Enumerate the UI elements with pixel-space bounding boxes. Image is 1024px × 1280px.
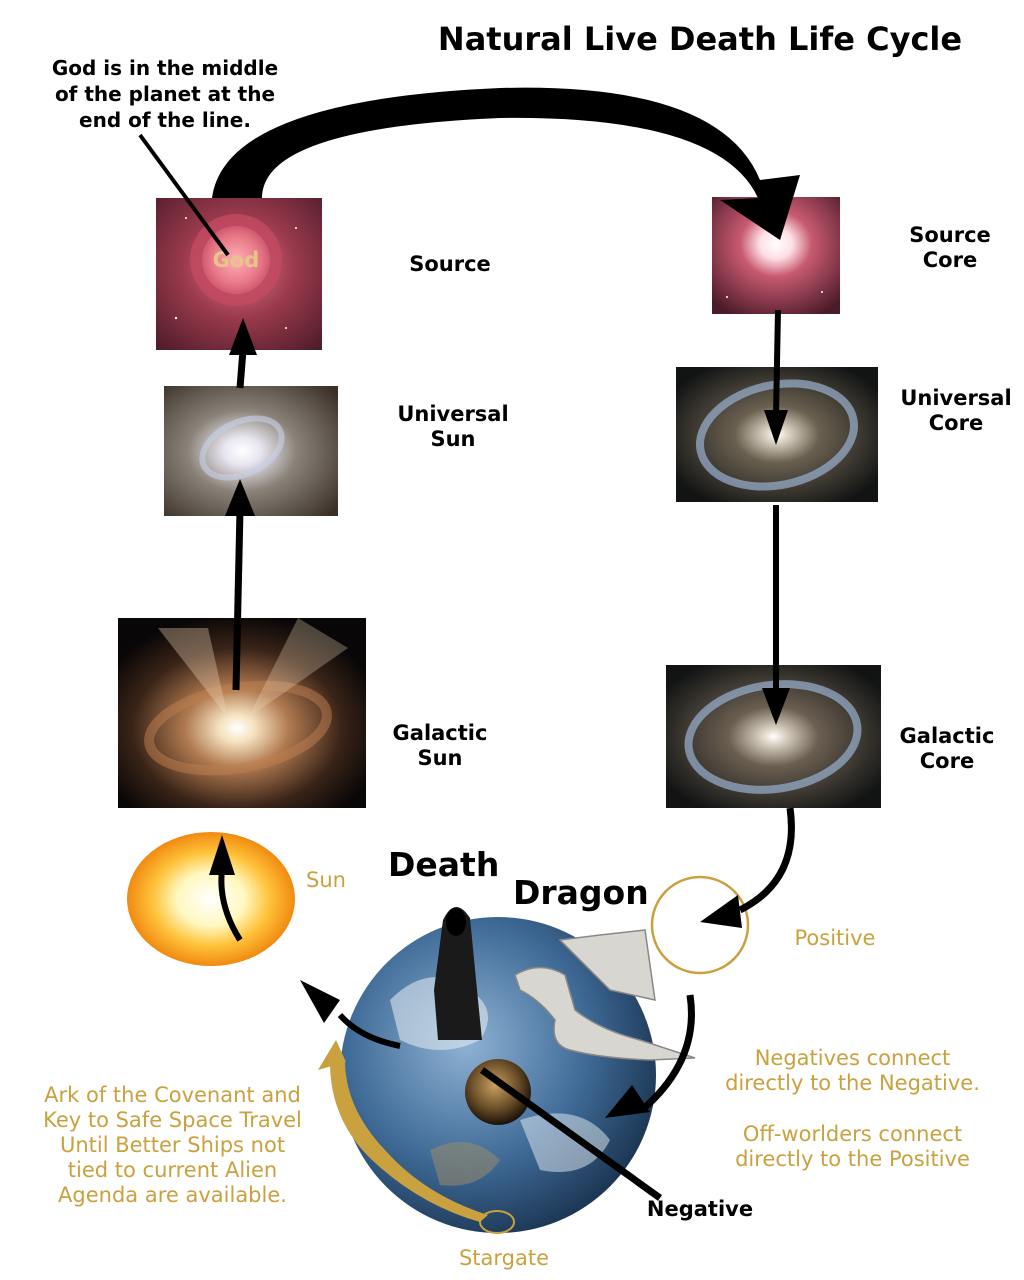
god-note-line-2: of the planet at the — [54, 82, 276, 106]
universal-core-label: Universal Core — [900, 386, 1012, 435]
source-image — [156, 198, 322, 350]
ark-path — [318, 1040, 488, 1222]
source-core-label: Source Core — [909, 223, 991, 272]
negative-label: Negative — [646, 1197, 754, 1221]
diagram-title: Natural Live Death Life Cycle — [437, 20, 963, 58]
galactic-core-label: Galactic Core — [899, 724, 995, 773]
god-label: God — [212, 248, 260, 272]
stargate-label: Stargate — [458, 1246, 550, 1270]
universal-sun-image — [164, 386, 338, 516]
flow-arrows — [138, 87, 800, 1201]
source-label: Source — [409, 252, 491, 276]
positive-label: Positive — [794, 926, 876, 950]
ark-text: Ark of the Covenant and Key to Safe Spac… — [43, 1083, 302, 1207]
positive-ring — [650, 875, 750, 975]
negative-sphere — [465, 1059, 531, 1125]
galactic-sun-label: Galactic Sun — [392, 721, 488, 770]
death-figure — [434, 906, 482, 1040]
stargate-ring — [479, 1210, 515, 1234]
galactic-sun-image — [118, 618, 366, 808]
god-note-line-3: end of the line. — [79, 108, 251, 132]
death-label: Death — [388, 845, 500, 884]
offworlders-text: Off-worlders connect directly to the Pos… — [735, 1122, 970, 1171]
sun-label: Sun — [306, 868, 346, 892]
god-note: God is in the middle of the planet at th… — [20, 55, 310, 133]
god-note-line-1: God is in the middle — [51, 56, 279, 80]
universal-sun-label: Universal Sun — [397, 402, 509, 451]
sun-orb — [127, 832, 295, 966]
dragon-label: Dragon — [513, 873, 649, 912]
negatives-text: Negatives connect directly to the Negati… — [725, 1046, 980, 1095]
dragon-figure — [514, 929, 696, 1061]
